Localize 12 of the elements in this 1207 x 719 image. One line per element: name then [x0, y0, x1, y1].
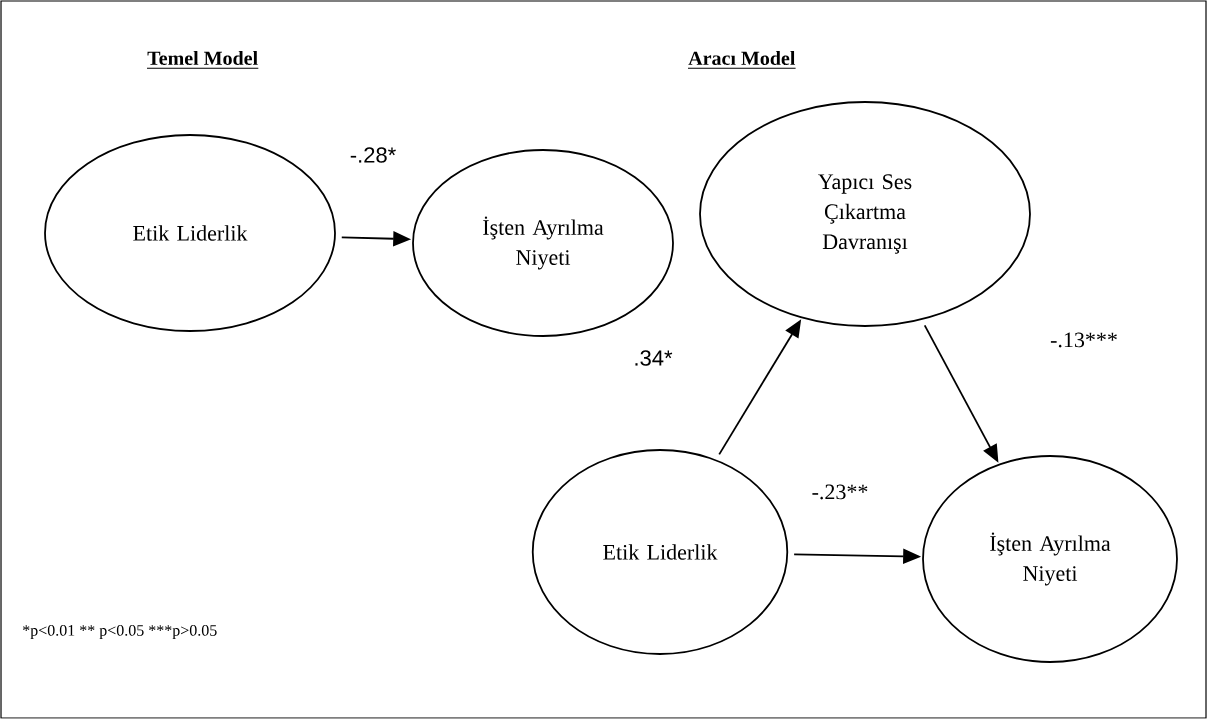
edge-label: -.13*** — [1050, 332, 1117, 348]
ellipse-node: Etik Liderlik — [44, 134, 336, 332]
ellipse-node: Etik Liderlik — [531, 449, 789, 655]
edge-label: -.23** — [812, 484, 868, 500]
edge-label: -.28* — [350, 147, 396, 163]
ellipse-node: İşten Ayrılma Niyeti — [412, 149, 674, 337]
ellipse-node: Yapıcı Ses Çıkartma Davranışı — [699, 101, 1031, 327]
edge-label: .34* — [635, 350, 673, 366]
footnote: *p<0.01 ** p<0.05 ***p>0.05 — [23, 625, 217, 639]
ellipse-node: İşten Ayrılma Niyeti — [922, 455, 1178, 663]
heading: Aracı Model — [687, 50, 797, 69]
heading: Temel Model — [146, 50, 259, 69]
